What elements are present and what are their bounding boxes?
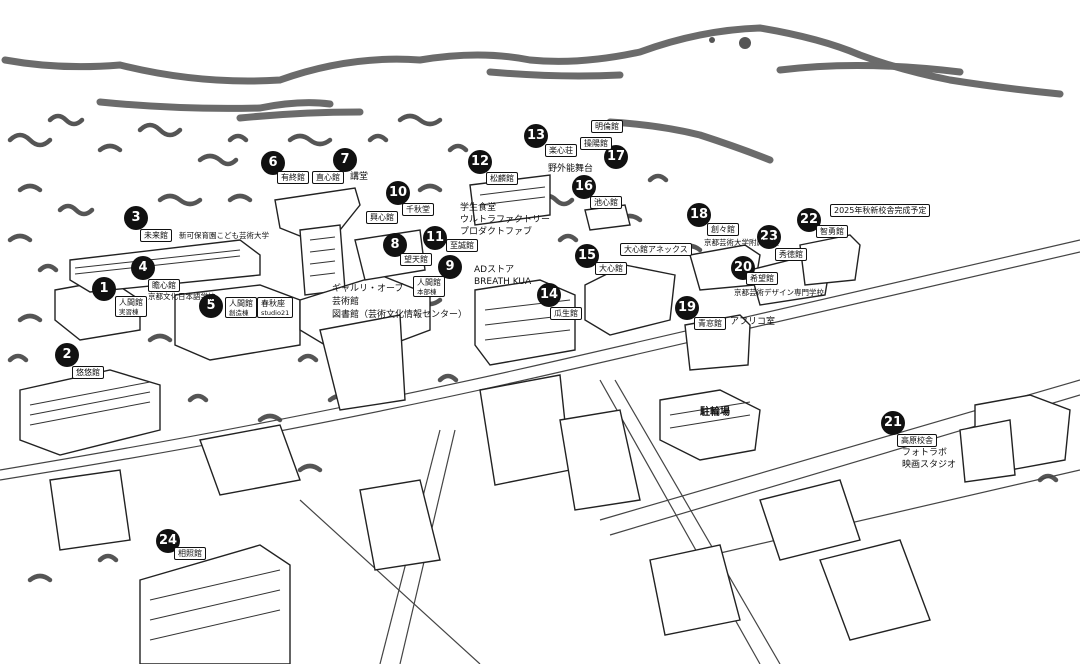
label-yuyukan[interactable]: 悠悠館 [72,366,104,379]
label-kodo[interactable]: 講堂 [350,172,369,182]
marker-7[interactable]: 7 [333,148,357,172]
label-text: 人間館 [119,298,143,307]
marker-17[interactable]: 17 [604,145,628,169]
marker-9[interactable]: 9 [438,255,462,279]
marker-24[interactable]: 24 [156,529,180,553]
marker-5[interactable]: 5 [199,294,223,318]
label-library[interactable]: 図書館（芸術文化情報センター） [332,310,468,320]
note-nursery: 新可保育園こども芸術大学 [179,231,269,240]
marker-19[interactable]: 19 [675,296,699,320]
marker-1[interactable]: 1 [92,277,116,301]
label-shorinkan[interactable]: 松麟館 [486,172,518,185]
label-galerie-aube[interactable]: ギャルリ・オーブ [332,284,404,294]
note-japanese-school: 京都文化日本語学校 [148,292,216,301]
marker-23[interactable]: 23 [757,225,781,249]
label-ningenkan-honbu[interactable]: 人間館 本部棟 [413,276,445,297]
marker-3[interactable]: 3 [124,206,148,230]
label-africa-room[interactable]: アフリコ室 [730,317,776,327]
label-chiyukan[interactable]: 智勇館 [816,225,848,238]
label-bicycle-parking[interactable]: 駐輪場 [700,407,730,418]
note-affiliated-high: 京都芸術大学附属高校 [704,238,779,247]
label-kibokan[interactable]: 希望館 [746,272,778,285]
label-soyokan[interactable]: 操陽館 [580,137,612,150]
label-sousoukan[interactable]: 創々館 [707,223,739,236]
note-design-school: 京都芸術デザイン専門学校 [734,288,824,297]
label-daishinkan[interactable]: 大心館 [595,262,627,275]
label-rakushinso[interactable]: 楽心荘 [545,144,577,157]
label-jikishinkan[interactable]: 直心館 [312,171,344,184]
label-chishinkan[interactable]: 池心館 [590,196,622,209]
marker-4[interactable]: 4 [131,256,155,280]
label-text: 人間館 [229,299,253,308]
label-seisokan[interactable]: 青窓館 [694,317,726,330]
label-yushukan[interactable]: 有終館 [277,171,309,184]
label-subtext: 実習棟 [119,308,139,316]
label-new-building-2025[interactable]: 2025年秋新校舎完成予定 [830,204,931,217]
label-miraikan[interactable]: 未来館 [140,229,172,242]
marker-11[interactable]: 11 [423,226,447,250]
label-ningenkan-souzou[interactable]: 人間館 創造棟 [225,297,257,318]
label-ad-store[interactable]: ADストア [474,265,515,275]
label-geijutsukan[interactable]: 芸術館 [332,297,360,307]
label-subtext: 創造棟 [229,309,249,317]
marker-18[interactable]: 18 [687,203,711,227]
marker-21[interactable]: 21 [881,411,905,435]
marker-14[interactable]: 14 [537,283,561,307]
label-text: 春秋座 [261,299,285,308]
label-senshudo[interactable]: 千秋堂 [402,203,434,216]
label-shunjuza[interactable]: 春秋座 studio21 [257,297,294,318]
label-breath-kua[interactable]: BREATH KUA [474,277,532,287]
marker-12[interactable]: 12 [468,150,492,174]
marker-13[interactable]: 13 [524,124,548,148]
label-meirinkan[interactable]: 明倫館 [591,120,623,133]
label-botenkan[interactable]: 望天館 [400,253,432,266]
marker-2[interactable]: 2 [55,343,79,367]
label-subtext: studio21 [261,309,290,317]
label-outdoor-noh-stage[interactable]: 野外能舞台 [548,164,594,174]
marker-8[interactable]: 8 [383,233,407,257]
label-soshokan[interactable]: 相照館 [174,547,206,560]
label-cafeteria[interactable]: 学生食堂 [460,203,497,213]
label-ultra-factory[interactable]: ウルトラファクトリー [460,215,551,225]
label-daishinkan-annex[interactable]: 大心館アネックス [620,243,692,256]
label-photolab[interactable]: フォトラボ [902,448,948,458]
label-ningenkan-jisshu[interactable]: 人間館 実習棟 [115,296,147,317]
label-senshinkan[interactable]: 瞻心館 [148,279,180,292]
label-text: 人間館 [417,278,441,287]
label-shutokukan[interactable]: 秀徳館 [775,248,807,261]
label-product-fab[interactable]: プロダクトファブ [460,227,533,237]
label-koshinkan[interactable]: 興心館 [366,211,398,224]
label-uryukan[interactable]: 瓜生館 [550,307,582,320]
label-film-studio[interactable]: 映画スタジオ [902,460,957,470]
marker-10[interactable]: 10 [386,181,410,205]
marker-16[interactable]: 16 [572,175,596,199]
label-kogen-kosha[interactable]: 高原校舎 [897,434,937,447]
label-shiseikan[interactable]: 至誠館 [446,239,478,252]
label-subtext: 本部棟 [417,288,437,296]
